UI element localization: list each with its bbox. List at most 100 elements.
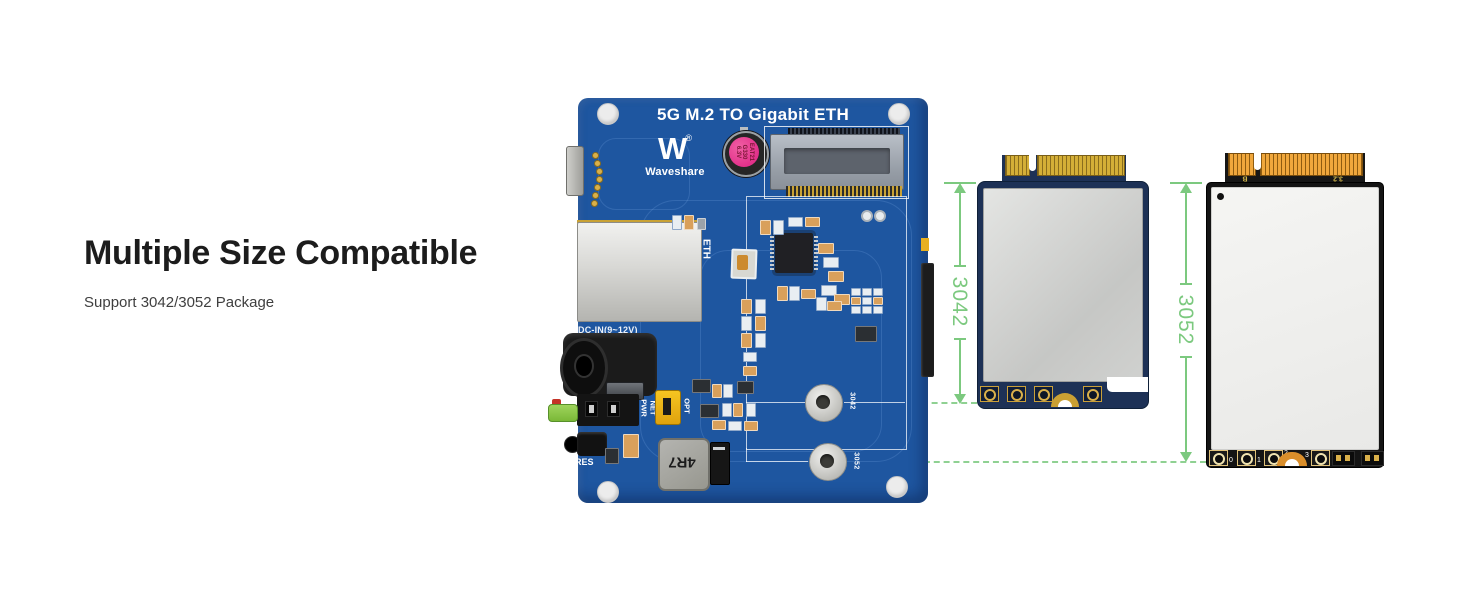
passive-component [743,352,757,362]
m2-slot-pins-bottom [786,186,902,197]
passive-component [862,306,872,314]
passive-component [741,333,752,348]
crystal-core [737,255,748,270]
passive-component [672,215,682,230]
inductor-label: 4R7 [668,453,696,471]
passive-component [755,333,766,348]
header-pin [611,405,616,413]
passive-component [605,448,619,464]
through-hole-pad [596,176,603,183]
passive-component [789,286,800,301]
passive-component [692,379,711,393]
silkscreen-line [746,461,808,462]
passive-component [741,299,752,314]
logo-mark: W [658,131,687,166]
passive-component [773,220,784,235]
passive-component [834,294,850,305]
passive-component [851,288,861,296]
header-pin [589,405,594,413]
page-subtitle: Support 3042/3052 Package [84,294,275,311]
dim-label-3052: 3052 [1174,294,1197,346]
opt-label: OPT [682,398,692,414]
passive-component [821,285,837,296]
dim-label-3042: 3042 [948,276,971,328]
passive-component [743,366,757,376]
passive-component [818,243,834,254]
passive-component [728,421,742,431]
eth-port-gold-edge [577,220,700,223]
screw-hole [886,476,908,498]
ipex-antenna-connector [1311,450,1330,466]
gold-screw-notch-hole [1285,459,1299,466]
edge-component [921,238,929,251]
module-3042-shield [983,188,1143,382]
passive-component [733,403,743,417]
gold-fingers-3052 [1228,153,1256,176]
capacitor-tab [740,127,748,132]
antenna-label: 1 [1257,457,1261,464]
header-slot [585,401,598,417]
through-hole-pad [592,152,599,159]
dim-arrow-up-3052 [1180,183,1192,193]
passive-component [855,326,877,342]
dc-jack-hole [574,354,594,378]
passive-component [722,403,732,417]
screw-hole [597,103,619,125]
page-title: Multiple Size Compatible [84,234,478,272]
side-connector [566,146,584,196]
passive-component [760,220,771,235]
module-3052-shield [1211,187,1379,450]
dim-line-3052 [1185,192,1187,284]
ipex-antenna-connector [980,386,999,402]
test-point [874,210,886,222]
key-notch-3042 [1029,155,1036,171]
passive-component [862,288,872,296]
screw-hole [597,481,619,503]
shield-pin1-dot [1217,193,1224,200]
through-hole-pad [596,168,603,175]
dim-break-tick [1180,283,1192,285]
silkscreen-line [746,448,747,462]
waveshare-logo: W® Waveshare [640,133,710,178]
logo-wordmark: Waveshare [645,166,705,178]
passive-component [623,434,639,458]
passive-component [723,384,733,398]
gold-fingers-3042 [1005,155,1030,176]
pwr-label: PWR [639,399,649,417]
diode [710,442,730,485]
passive-component [788,217,803,227]
inductor [658,438,710,491]
screw-hole [888,103,910,125]
gold-fingers-3052 [1260,153,1363,176]
m2-slot-silkscreen [764,126,909,199]
dim-break-tick [954,265,966,267]
green-led [548,404,578,422]
dim-line-3052 [1185,357,1187,453]
passive-component [873,306,883,314]
passive-component [828,271,844,282]
board-title: 5G M.2 TO Gigabit ETH [656,105,850,124]
through-hole-pad [594,184,601,191]
pwr-net-header [577,394,639,426]
ipex-antenna-connector [1237,450,1256,466]
test-point [861,210,873,222]
finger-mark-32: 3.2 [1333,174,1343,182]
passive-component [746,403,756,417]
ipex-antenna-connector [1083,386,1102,402]
passive-component [755,316,766,331]
standoff-bore [816,395,830,409]
passive-component [697,218,706,230]
logo-registered: ® [685,133,692,143]
ipex-antenna-connector [1034,386,1053,402]
gold-fingers-3042 [1037,155,1125,176]
passive-component [684,215,694,230]
passive-component [744,421,758,431]
passive-component [816,297,827,311]
ipex-antenna-connector [1209,450,1228,466]
passive-component [737,381,754,394]
dim-line-3042 [959,339,961,397]
module-3042-corner-cut [1107,377,1148,392]
passive-component [851,297,861,305]
hole-label-3042: 3042 [848,392,856,410]
